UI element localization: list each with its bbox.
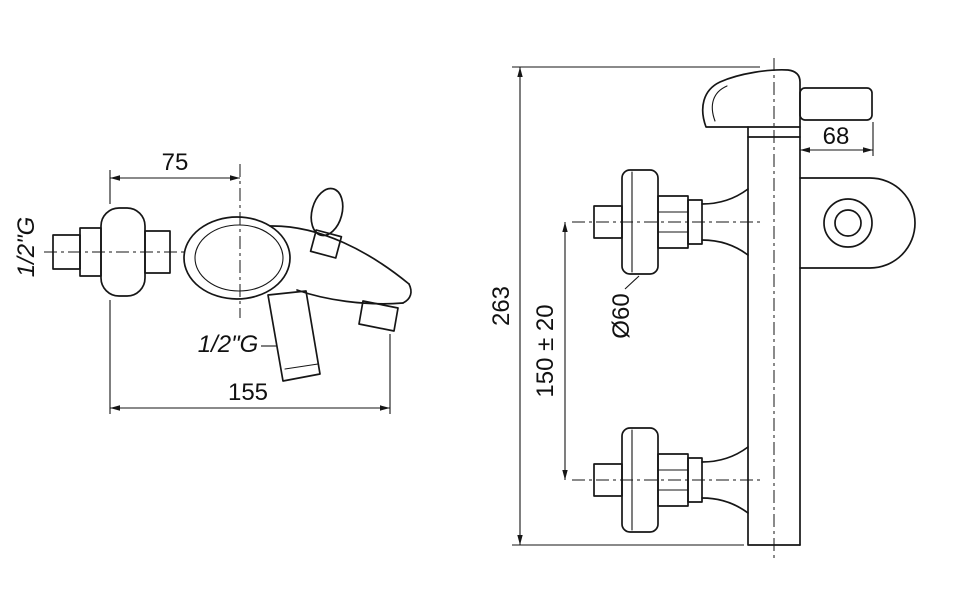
dim-68: 68 xyxy=(800,122,874,156)
dim-155-label: 155 xyxy=(228,379,268,406)
dim-75: 75 xyxy=(109,149,240,204)
spout xyxy=(269,225,412,332)
outlet-thread-callout: 1/2"G xyxy=(198,331,277,358)
dim-263-label: 263 xyxy=(488,286,515,326)
handle-side xyxy=(309,187,344,259)
front-centerlines xyxy=(572,58,775,562)
dim-150: 150 ± 20 xyxy=(532,222,568,480)
handle-front xyxy=(701,69,873,128)
outlet-thread-label: 1/2"G xyxy=(198,331,259,358)
dim-75-label: 75 xyxy=(162,149,189,176)
dia-60-label: Ø60 xyxy=(608,293,635,338)
shower-bracket xyxy=(799,177,916,269)
side-view: 75 155 1/2"G 1/2"G xyxy=(13,149,412,414)
handshower-outlet xyxy=(267,290,321,382)
bracket-hole-inner xyxy=(834,209,862,237)
dim-155: 155 xyxy=(109,300,391,414)
front-view: 68 263 150 ± 20 Ø60 xyxy=(488,58,916,562)
dim-68-label: 68 xyxy=(823,123,850,150)
bracket-hole-outer xyxy=(823,198,873,248)
inlet-thread-label: 1/2"G xyxy=(13,217,40,278)
mixer-body xyxy=(183,216,291,300)
dim-263: 263 xyxy=(488,66,760,546)
side-centerlines xyxy=(44,164,241,318)
dia-60-callout: Ø60 xyxy=(608,275,640,339)
handle-lever-grip xyxy=(799,87,873,121)
dim-150-label: 150 ± 20 xyxy=(532,304,559,397)
